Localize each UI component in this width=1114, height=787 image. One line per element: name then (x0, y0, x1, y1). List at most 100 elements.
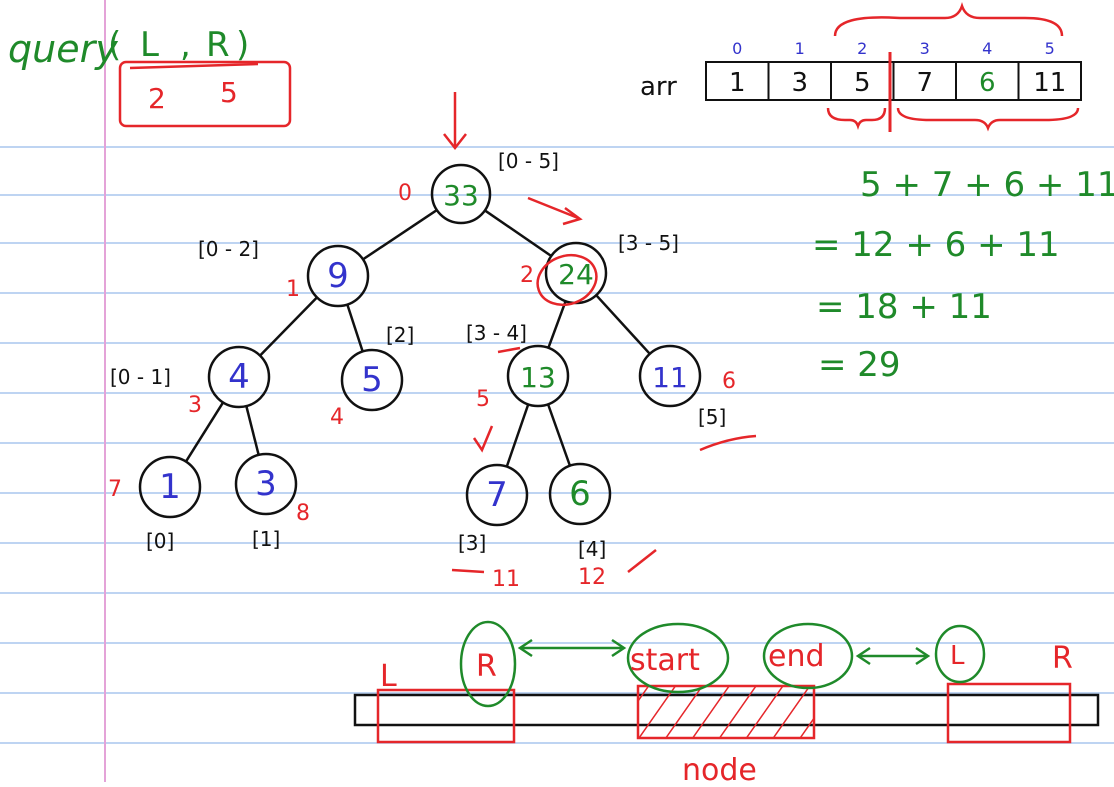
range-brace-right (896, 107, 1080, 132)
circle-R (459, 620, 517, 708)
tree-node-index: 1 (286, 277, 300, 302)
array-cell (1017, 61, 1082, 101)
tree-node-circle (506, 344, 570, 408)
arrow-R-start-head-right (611, 638, 627, 658)
tree-node-value: 33 (443, 179, 479, 212)
query-L: L (140, 25, 159, 65)
array-index: 2 (857, 39, 867, 58)
tree-edge (346, 304, 364, 352)
arrow-R-start-head-left (517, 638, 533, 658)
tree-node-range: [3 - 4] (466, 321, 527, 345)
tree-node-circle (465, 463, 529, 527)
tree-node-value: 9 (327, 256, 349, 296)
array-cell-value: 1 (729, 68, 746, 98)
tree-edge (184, 401, 225, 463)
range-brace-top (833, 2, 1064, 37)
array-index: 3 (920, 39, 930, 58)
circle-end-label: end (768, 639, 825, 674)
query-comma: , (180, 25, 191, 65)
tree-node-range: [5] (698, 405, 726, 429)
query-close-paren: ) (236, 25, 249, 65)
tree-node-index: 2 (520, 263, 534, 288)
tree-node-index: 0 (398, 181, 412, 206)
mark-range-3 (451, 568, 485, 574)
tree-node-index: 5 (476, 387, 490, 412)
circle-start (626, 622, 730, 694)
tree-node-range: [3 - 5] (618, 231, 679, 255)
query-value-L: 2 (148, 82, 166, 115)
tree-node-value: 4 (228, 357, 250, 397)
tree-node-circle (340, 348, 404, 412)
circle-start-label: start (630, 643, 700, 678)
tree-node-range: [0 - 5] (498, 149, 559, 173)
tree-node-value: 7 (486, 475, 508, 515)
tree-edge (546, 403, 572, 467)
tree-edge (484, 209, 552, 258)
tree-node-index: 12 (578, 565, 606, 590)
tree-node-range: [2] (386, 323, 414, 347)
tree-node-range: [0 - 2] (198, 237, 259, 261)
array-index: 0 (732, 39, 742, 58)
tree-node-value: 3 (255, 464, 277, 504)
tree-node-range: [4] (578, 537, 606, 561)
overlap-diagram: L R start end L R node (353, 620, 1100, 787)
tree-node-index: 3 (188, 393, 202, 418)
mark-range-5 (699, 434, 757, 452)
arrow-end-L-head-right (915, 646, 931, 666)
root-pointer-arrowhead (443, 133, 467, 151)
tree-node-index: 4 (330, 405, 344, 430)
tree-node-range: [0 - 1] (110, 365, 171, 389)
tree-node-circle (306, 244, 370, 308)
sum-work: 5 + 7 + 6 + 11 = 12 + 6 + 11 = 18 + 11 =… (812, 165, 1114, 385)
array-cell-value: 3 (791, 68, 808, 98)
query-value-R: 5 (220, 76, 238, 109)
traverse-arrow-shaft (527, 196, 579, 220)
tree-edge (362, 209, 438, 261)
query-values-box (118, 60, 292, 128)
circle-end (762, 622, 854, 690)
tree-node-circle (207, 345, 271, 409)
tree-node-range: [1] (252, 527, 280, 551)
array-index: 1 (795, 39, 805, 58)
tree-node-range: [3] (458, 531, 486, 555)
tree-edge (547, 300, 567, 349)
tree-node-index: 7 (108, 477, 122, 502)
check-mark-7 (472, 425, 494, 453)
array-cell-value: 6 (979, 68, 996, 98)
tree-node-index: 6 (722, 369, 736, 394)
query-open-paren: ( (108, 25, 121, 65)
query-range-right (946, 682, 1072, 744)
tree-edge (245, 405, 260, 456)
query-title: query (8, 27, 118, 71)
query-R: R (206, 25, 230, 65)
sum-line-2: = 12 + 6 + 11 (812, 225, 1060, 265)
array-cell-value: 7 (916, 68, 933, 98)
query-range-left (376, 688, 516, 744)
query-header: query ( L , R ) 2 5 (8, 25, 292, 128)
tree-node-circle (638, 344, 702, 408)
label-R-right: R (1052, 641, 1073, 676)
sum-line-3: = 18 + 11 (816, 287, 992, 327)
tree-node-range: [0] (146, 529, 174, 553)
tree-node-value: 6 (569, 474, 591, 514)
tree-node-value: 13 (520, 361, 556, 394)
arrow-end-L-head-left (855, 646, 871, 666)
tree-node-circle (234, 452, 298, 516)
mark-range-34 (497, 346, 521, 354)
array-cell-value: 5 (854, 68, 871, 98)
array-label: arr (640, 72, 677, 102)
range-brace-left (826, 107, 887, 130)
array-cell-value: 11 (1033, 68, 1066, 98)
mark-range-4 (627, 549, 657, 573)
node-label: node (682, 753, 757, 782)
query-underline (129, 62, 259, 70)
tree-edge (595, 294, 651, 355)
tree-node-value: 24 (558, 258, 594, 291)
circle-L-label: L (950, 641, 965, 671)
traverse-arrow-head (562, 206, 583, 226)
